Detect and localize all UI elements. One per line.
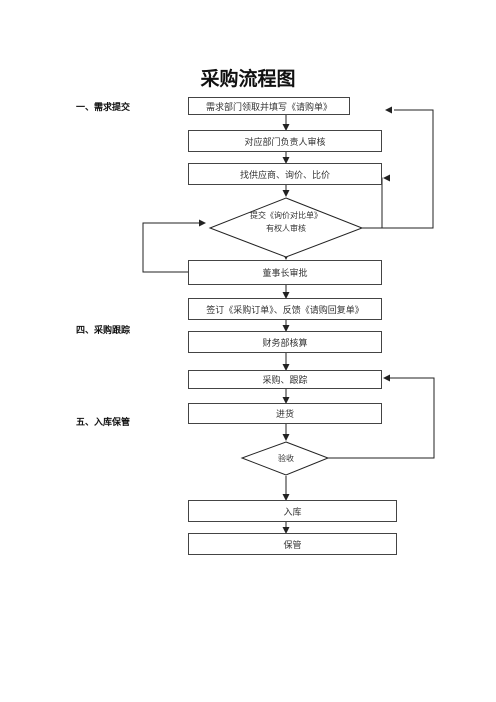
step-receive-goods: 进货 (188, 403, 382, 424)
step-sign-order: 签订《采购订单》、反馈《请购回复单》 (188, 298, 382, 320)
decision-inspect-text: 验收 (278, 454, 294, 463)
loop-chairman-to-review (142, 219, 206, 273)
loop-to-request (382, 109, 434, 229)
step-find-supplier: 找供应商、询价、比价 (188, 163, 382, 185)
loop-inspect-to-purchase (328, 374, 435, 459)
loop-to-find-supplier (362, 177, 383, 229)
decision-review-text: 提交《询价对比单》 有权人审核 (216, 209, 356, 235)
section-label-demand: 一、需求提交 (76, 103, 131, 113)
step-finance-check: 财务部核算 (188, 331, 382, 353)
step-fill-request: 需求部门领取并填写《请购单》 (188, 97, 350, 115)
page-title: 采购流程图 (200, 68, 296, 90)
section-label-storage: 五、入库保管 (76, 418, 131, 428)
decision-review-line1: 提交《询价对比单》 (250, 211, 322, 220)
step-dept-review: 对应部门负责人审核 (188, 130, 382, 152)
step-chairman-approve: 董事长审批 (188, 260, 382, 285)
step-storage: 保管 (188, 533, 397, 555)
decision-review-line2: 有权人审核 (266, 224, 306, 233)
decision-review-diamond (208, 197, 364, 258)
step-purchase-track: 采购、跟踪 (188, 370, 382, 389)
section-label-tracking: 四、采购跟踪 (76, 326, 131, 336)
step-warehouse-in: 入库 (188, 500, 397, 522)
decision-inspect-diamond (240, 441, 330, 476)
